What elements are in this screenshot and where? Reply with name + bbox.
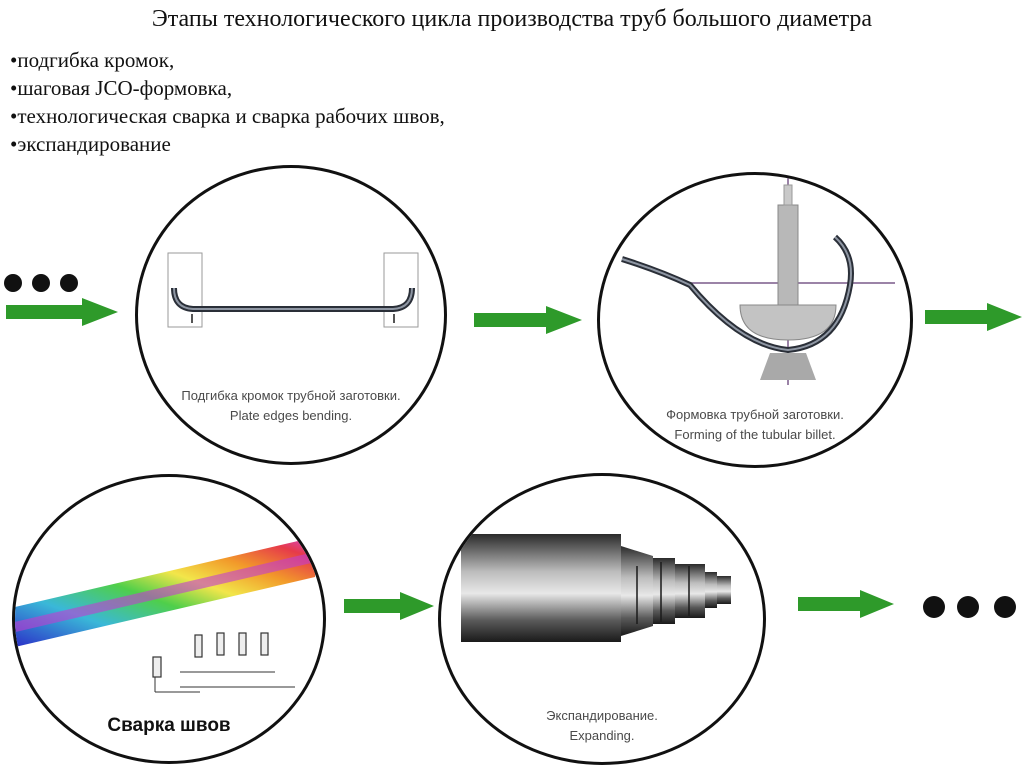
stage-expanding: Экспандирование. Expanding. xyxy=(438,473,766,765)
flow-arrow-icon xyxy=(474,306,584,334)
flow-arrow-icon xyxy=(6,298,120,326)
continuation-dots-end xyxy=(922,594,1022,620)
continuation-dots-start xyxy=(2,272,82,294)
caption: Сварка швов xyxy=(15,715,323,737)
stage-welding: Сварка швов xyxy=(12,474,326,764)
caption-ru: Формовка трубной заготовки. xyxy=(600,405,910,424)
list-item: •шаговая JCO-формовка, xyxy=(10,74,445,102)
stage-forming: Формовка трубной заготовки. Forming of t… xyxy=(597,172,913,468)
list-item: •технологическая сварка и сварка рабочих… xyxy=(10,102,445,130)
caption-en: Expanding. xyxy=(441,726,763,745)
list-item: •подгибка кромок, xyxy=(10,46,445,74)
page-title: Этапы технологического цикла производств… xyxy=(0,6,1024,33)
caption-en: Forming of the tubular billet. xyxy=(600,425,910,444)
caption-en: Plate edges bending. xyxy=(138,406,444,425)
list-item: •экспандирование xyxy=(10,130,445,158)
flow-arrow-icon xyxy=(798,590,896,618)
caption-ru: Подгибка кромок трубной заготовки. xyxy=(138,386,444,405)
stage-edge-bending: Подгибка кромок трубной заготовки. Plate… xyxy=(135,165,447,465)
flow-arrow-icon xyxy=(925,303,1023,331)
stage-list: •подгибка кромок, •шаговая JCO-формовка,… xyxy=(10,46,445,158)
flow-arrow-icon xyxy=(344,592,436,620)
caption-ru: Экспандирование. xyxy=(441,706,763,725)
